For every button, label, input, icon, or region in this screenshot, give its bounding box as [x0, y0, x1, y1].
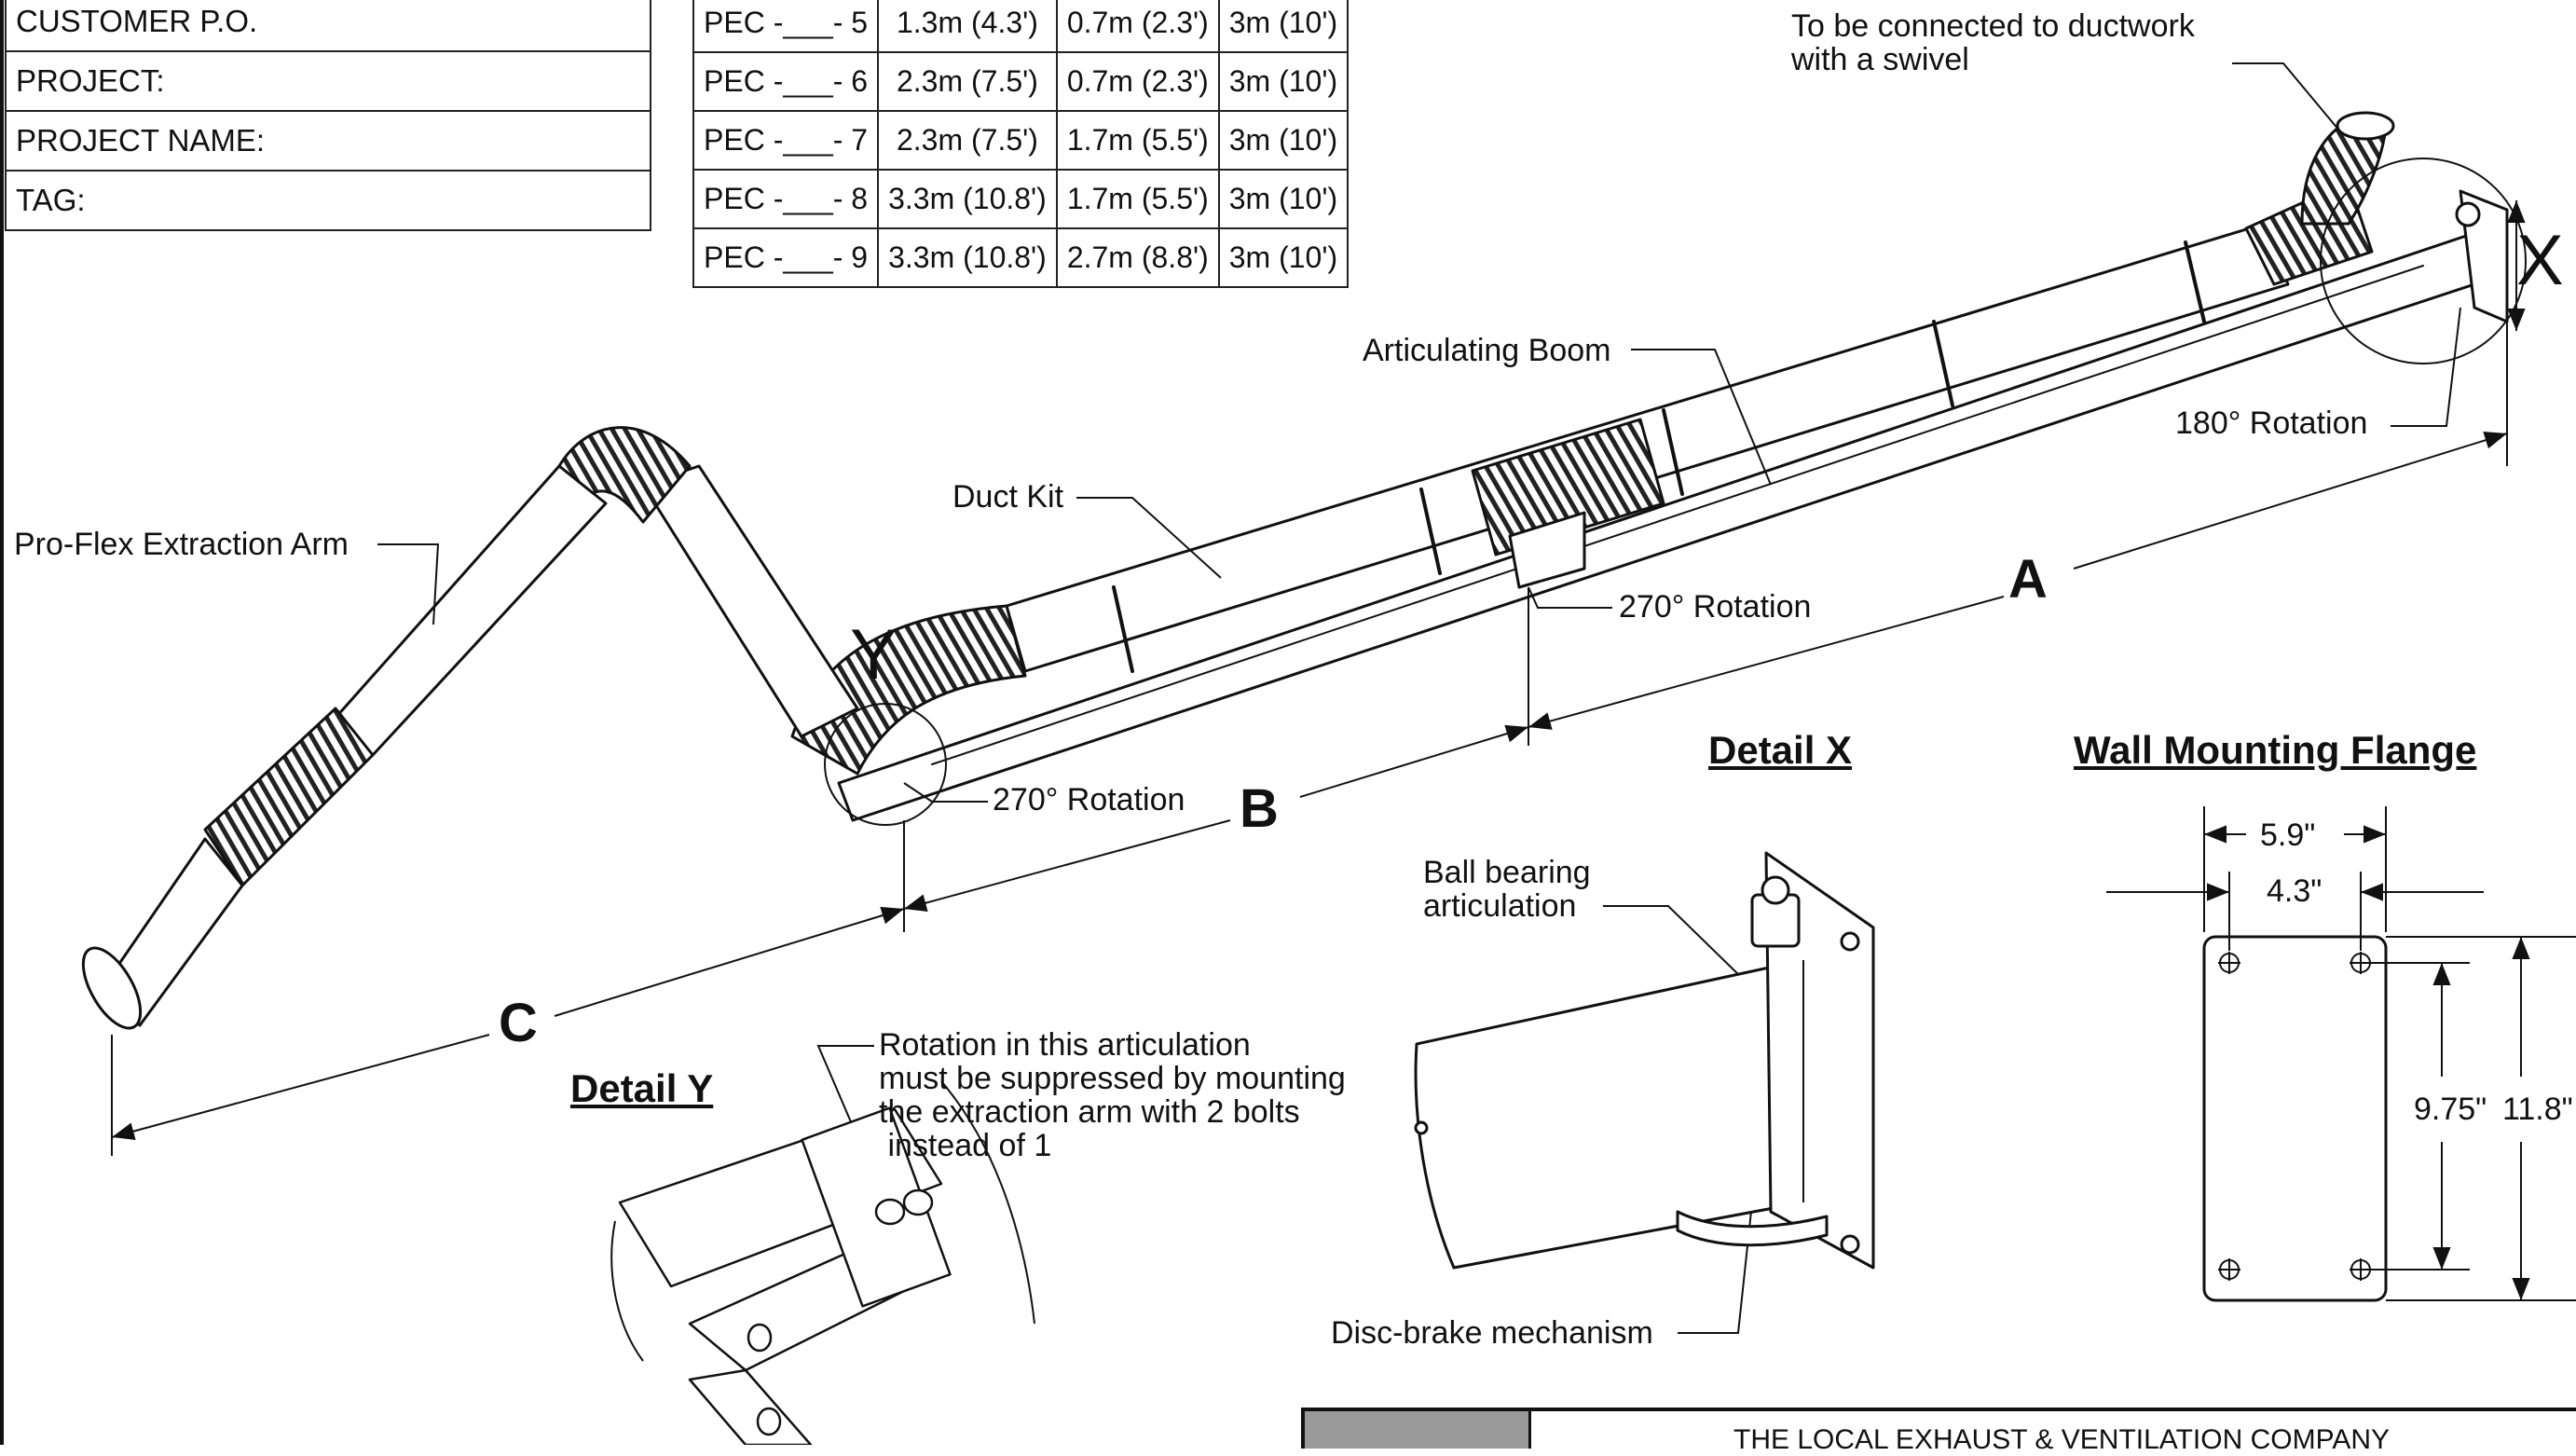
dimension-cell: 3m (10') [1217, 227, 1350, 288]
table-row: PEC -___- 7 2.3m (7.5') 1.7m (5.5') 3m (… [692, 110, 1350, 171]
info-label: CUSTOMER P.O. [5, 0, 651, 52]
dimension-c [111, 906, 905, 1156]
rotation-180-callout: 180° Rotation [2175, 405, 2368, 441]
table-row: PEC -___- 6 2.3m (7.5') 0.7m (2.3') 3m (… [692, 51, 1350, 112]
info-row: TAG: [5, 170, 651, 231]
flange-title: Wall Mounting Flange [2074, 728, 2477, 772]
rotation-270-mid-callout: 270° Rotation [1619, 589, 1812, 625]
duct-clamps [1112, 240, 2206, 673]
detail-y-title: Detail Y [570, 1066, 714, 1110]
company-name: THE LOCAL EXHAUST & VENTILATION COMPANY [1733, 1424, 2391, 1455]
title-block: THE LOCAL EXHAUST & VENTILATION COMPANY [1301, 1408, 2576, 1455]
model-cell: PEC -___- 8 [692, 169, 880, 229]
table-row: PEC -___- 9 3.3m (10.8') 2.7m (8.8') 3m … [692, 227, 1350, 288]
info-row: PROJECT: [5, 50, 651, 112]
ball-bearing-callout: Ball bearing articulation [1423, 855, 1591, 924]
hood-flange [81, 946, 143, 1030]
detail-x-circle [2320, 158, 2527, 364]
mid-pivot-bracket [1508, 511, 1586, 589]
model-cell: PEC -___- 6 [692, 51, 880, 112]
model-dimension-table: PEC -___- 5 1.3m (4.3') 0.7m (2.3') 3m (… [692, 0, 1350, 288]
table-row: PEC -___- 8 3.3m (10.8') 1.7m (5.5') 3m … [692, 169, 1350, 229]
detail-y-circle [824, 703, 947, 826]
swivel-collar [2336, 111, 2395, 141]
dimension-cell: 1.3m (4.3') [877, 0, 1058, 53]
dimension-cell: 1.7m (5.5') [1055, 169, 1220, 229]
dimension-label-b: B [1240, 778, 1279, 839]
dimension-label-a: A [2008, 549, 2048, 610]
arm-upper-tube [641, 464, 859, 738]
dimension-cell: 0.7m (2.3') [1055, 0, 1220, 53]
detail-y-note: Rotation in this articulation must be su… [879, 1027, 1346, 1163]
detail-x-title: Detail X [1708, 728, 1853, 772]
dimension-b [903, 724, 1529, 932]
model-cell: PEC -___- 7 [692, 110, 880, 171]
pro-flex-arm-callout: Pro-Flex Extraction Arm [14, 527, 349, 562]
articulating-boom-callout: Articulating Boom [1363, 333, 1611, 368]
info-label: PROJECT NAME: [5, 110, 651, 172]
rotation-270-low-callout: 270° Rotation [993, 782, 1185, 817]
dimension-cell: 1.7m (5.5') [1055, 110, 1220, 171]
table-row: PEC -___- 5 1.3m (4.3') 0.7m (2.3') 3m (… [692, 0, 1350, 53]
model-cell: PEC -___- 5 [692, 0, 880, 53]
dimension-cell: 2.7m (8.8') [1055, 227, 1220, 288]
knee-flex [557, 426, 692, 524]
dimension-cell: 3.3m (10.8') [877, 227, 1058, 288]
dimension-label-c: C [499, 993, 538, 1053]
info-row: PROJECT NAME: [5, 110, 651, 172]
flange-drawing [2106, 806, 2576, 1302]
flange-outer-width-label: 5.9" [2260, 817, 2316, 853]
project-info-table: CUSTOMER P.O. PROJECT: PROJECT NAME: TAG… [5, 0, 651, 231]
ductwork-callout: To be connected to ductwork with a swive… [1791, 8, 2195, 77]
info-label: PROJECT: [5, 50, 651, 112]
detail-y-drawing [610, 1080, 1035, 1445]
flange-hole-width-label: 4.3" [2267, 873, 2323, 909]
dimension-cell: 3m (10') [1217, 169, 1350, 229]
flange-outer-height-label: 11.8" [2502, 1092, 2573, 1127]
arm-lower-tube [334, 464, 608, 757]
dimension-cell: 3m (10') [1217, 110, 1350, 171]
title-block-logo-area [1305, 1411, 1531, 1449]
boom-flex-section-mid [1471, 418, 1665, 556]
dimension-cell: 0.7m (2.3') [1055, 51, 1220, 112]
dimension-cell: 2.3m (7.5') [877, 110, 1058, 171]
info-row: CUSTOMER P.O. [5, 0, 651, 52]
dimension-cell: 2.3m (7.5') [877, 51, 1058, 112]
model-cell: PEC -___- 9 [692, 227, 880, 288]
duct-kit-callout: Duct Kit [952, 479, 1064, 515]
leader-lines [377, 62, 2461, 1334]
detail-y-marker: Y [850, 615, 897, 694]
sheet-border-left [0, 0, 4, 1445]
dimension-a [1528, 322, 2508, 746]
flange-hole-height-label: 9.75" [2414, 1092, 2487, 1127]
arm-lower-flex [203, 707, 375, 887]
detail-x-marker: X [2516, 221, 2564, 300]
info-label: TAG: [5, 170, 651, 231]
dimension-cell: 3m (10') [1217, 51, 1350, 112]
dimension-cell: 3m (10') [1217, 0, 1350, 53]
disc-brake-callout: Disc-brake mechanism [1331, 1315, 1653, 1351]
detail-x-drawing [1414, 851, 1875, 1270]
dimension-cell: 3.3m (10.8') [877, 169, 1058, 229]
